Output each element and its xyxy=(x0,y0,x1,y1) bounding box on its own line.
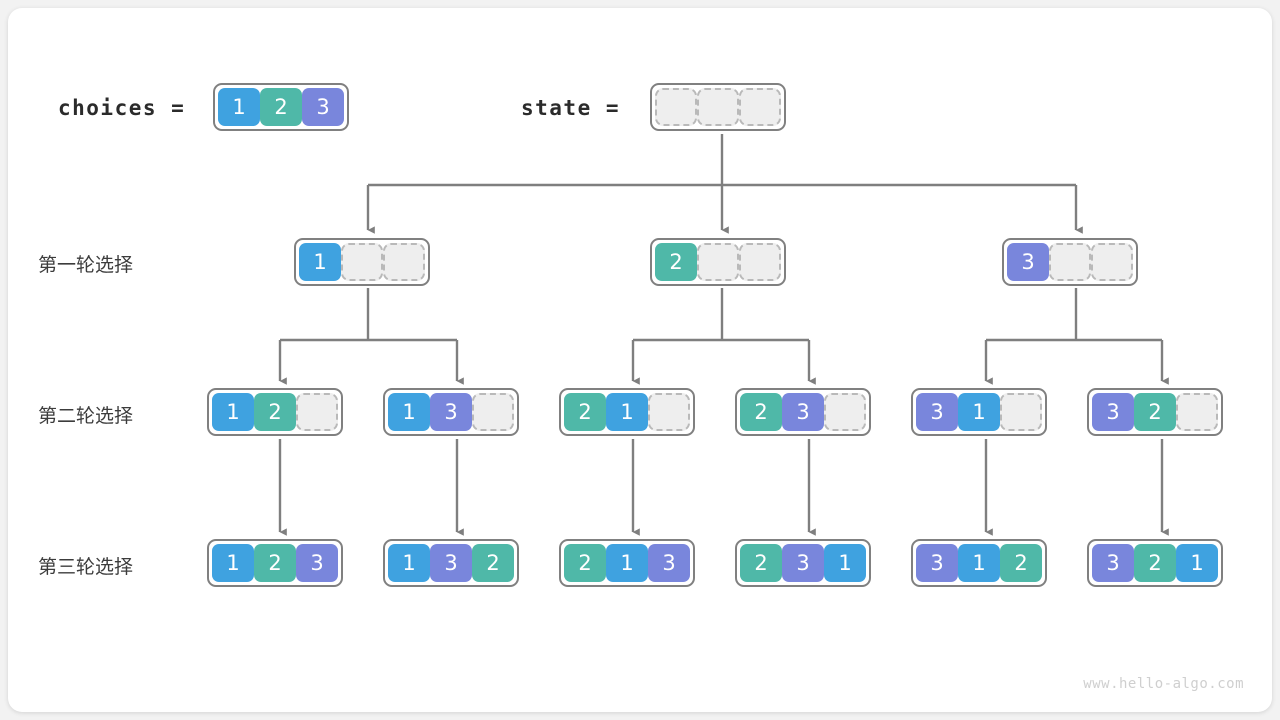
round3-array-3-cell-0: 2 xyxy=(740,544,782,582)
choices-array-cell-0: 1 xyxy=(218,88,260,126)
row-label-round-3: 第三轮选择 xyxy=(38,556,134,578)
state-label: state = xyxy=(521,96,621,120)
round1-array-0-cell-1-empty xyxy=(341,243,383,281)
round2-array-5-cell-1: 2 xyxy=(1134,393,1176,431)
round1-array-0-cell-2-empty xyxy=(383,243,425,281)
diagram-card xyxy=(8,8,1272,712)
round2-array-2-cell-1: 1 xyxy=(606,393,648,431)
round1-array-1-cell-2-empty xyxy=(739,243,781,281)
round3-array-0-cell-0: 1 xyxy=(212,544,254,582)
round3-array-3-cell-1: 3 xyxy=(782,544,824,582)
round3-array-5-cell-0: 3 xyxy=(1092,544,1134,582)
round3-array-1-cell-0: 1 xyxy=(388,544,430,582)
round3-array-4-cell-0: 3 xyxy=(916,544,958,582)
round2-array-4-cell-1: 1 xyxy=(958,393,1000,431)
round1-array-0-cell-0: 1 xyxy=(299,243,341,281)
round3-array-3-cell-2: 1 xyxy=(824,544,866,582)
round1-array-0: 1 xyxy=(294,238,430,286)
round2-array-2-cell-2-empty xyxy=(648,393,690,431)
watermark: www.hello-algo.com xyxy=(1083,676,1244,692)
round2-array-1-cell-0: 1 xyxy=(388,393,430,431)
round1-array-1: 2 xyxy=(650,238,786,286)
round1-array-2: 3 xyxy=(1002,238,1138,286)
round2-array-3-cell-0: 2 xyxy=(740,393,782,431)
choices-array-cell-1: 2 xyxy=(260,88,302,126)
round1-array-2-cell-2-empty xyxy=(1091,243,1133,281)
round3-array-2-cell-1: 1 xyxy=(606,544,648,582)
choices-label: choices = xyxy=(58,96,186,120)
round2-array-3-cell-1: 3 xyxy=(782,393,824,431)
round3-array-2-cell-2: 3 xyxy=(648,544,690,582)
round3-array-1-cell-2: 2 xyxy=(472,544,514,582)
round2-array-0-cell-2-empty xyxy=(296,393,338,431)
round2-array-0-cell-0: 1 xyxy=(212,393,254,431)
round3-array-4-cell-2: 2 xyxy=(1000,544,1042,582)
round2-array-2-cell-0: 2 xyxy=(564,393,606,431)
round2-array-5-cell-2-empty xyxy=(1176,393,1218,431)
state-array xyxy=(650,83,786,131)
state-array-cell-2-empty xyxy=(739,88,781,126)
round2-array-1-cell-2-empty xyxy=(472,393,514,431)
round1-array-2-cell-0: 3 xyxy=(1007,243,1049,281)
round2-array-5-cell-0: 3 xyxy=(1092,393,1134,431)
round3-array-1-cell-1: 3 xyxy=(430,544,472,582)
round1-array-1-cell-0: 2 xyxy=(655,243,697,281)
round2-array-0-cell-1: 2 xyxy=(254,393,296,431)
row-label-round-1: 第一轮选择 xyxy=(38,254,134,276)
row-label-round-2: 第二轮选择 xyxy=(38,405,134,427)
round2-array-4-cell-2-empty xyxy=(1000,393,1042,431)
round1-array-1-cell-1-empty xyxy=(697,243,739,281)
round3-array-0-cell-2: 3 xyxy=(296,544,338,582)
round3-array-4-cell-1: 1 xyxy=(958,544,1000,582)
round3-array-5-cell-1: 2 xyxy=(1134,544,1176,582)
round2-array-4-cell-0: 3 xyxy=(916,393,958,431)
round3-array-5-cell-2: 1 xyxy=(1176,544,1218,582)
round2-array-1-cell-1: 3 xyxy=(430,393,472,431)
choices-array-cell-2: 3 xyxy=(302,88,344,126)
state-array-cell-0-empty xyxy=(655,88,697,126)
round1-array-2-cell-1-empty xyxy=(1049,243,1091,281)
state-array-cell-1-empty xyxy=(697,88,739,126)
round3-array-2-cell-0: 2 xyxy=(564,544,606,582)
round2-array-3-cell-2-empty xyxy=(824,393,866,431)
round3-array-0-cell-1: 2 xyxy=(254,544,296,582)
